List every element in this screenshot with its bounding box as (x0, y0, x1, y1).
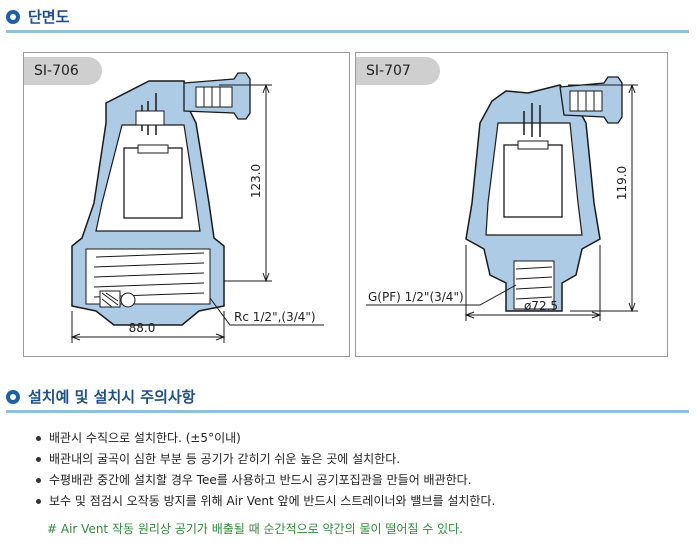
footnote: # Air Vent 작동 원리상 공기가 배출될 때 순간적으로 약간의 물이… (47, 522, 464, 536)
model-tag: SI-707 (356, 57, 440, 85)
diameter-dimension: ø72.5 (524, 299, 558, 313)
width-dimension: 88.0 (129, 321, 156, 335)
thread-spec-label: G(PF) 1/2"(3/4") (368, 290, 464, 304)
section-header-installation: 설치예 및 설치시 주의사항 (6, 386, 195, 407)
list-item: 수평배관 중간에 설치할 경우 Tee를 사용하고 반드시 공기포집관을 만들어… (36, 470, 495, 491)
circle-bullet-icon (6, 389, 20, 404)
list-item: 배관내의 굴곡이 심한 부분 등 공기가 갇히기 쉬운 높은 곳에 설치한다. (36, 449, 495, 470)
section-divider (6, 30, 689, 33)
threaded-inlet (513, 260, 555, 310)
panel-si-707: SI-707 119.0 ø72.5 G(PF) 1/2"(3/4") (355, 52, 668, 357)
circle-bullet-icon (6, 9, 20, 24)
section-title: 설치예 및 설치시 주의사항 (28, 388, 196, 406)
height-dimension: 123.0 (249, 164, 263, 198)
float (503, 144, 563, 218)
panel-si-706: SI-706 123.0 88.0 Rc 1/2",(3/4") (23, 52, 350, 357)
float (123, 147, 183, 219)
section-title: 단면도 (28, 8, 70, 26)
list-item: 보수 및 점검시 오작동 방지를 위해 Air Vent 앞에 반드시 스트레이… (36, 491, 495, 512)
installation-notes-list: 배관시 수직으로 설치한다. (±5°이내) 배관내의 굴곡이 심한 부분 등 … (36, 428, 495, 512)
list-item: 배관시 수직으로 설치한다. (±5°이내) (36, 428, 495, 449)
height-dimension: 119.0 (615, 166, 629, 200)
thread-spec-label: Rc 1/2",(3/4") (234, 310, 316, 324)
model-tag: SI-706 (24, 57, 102, 85)
section-header-cross-section: 단면도 (6, 6, 69, 27)
section-divider (6, 410, 689, 413)
si-707-cross-section-drawing: 119.0 ø72.5 G(PF) 1/2"(3/4") (366, 76, 638, 321)
si-706-cross-section-drawing: 123.0 88.0 Rc 1/2",(3/4") (70, 72, 324, 343)
